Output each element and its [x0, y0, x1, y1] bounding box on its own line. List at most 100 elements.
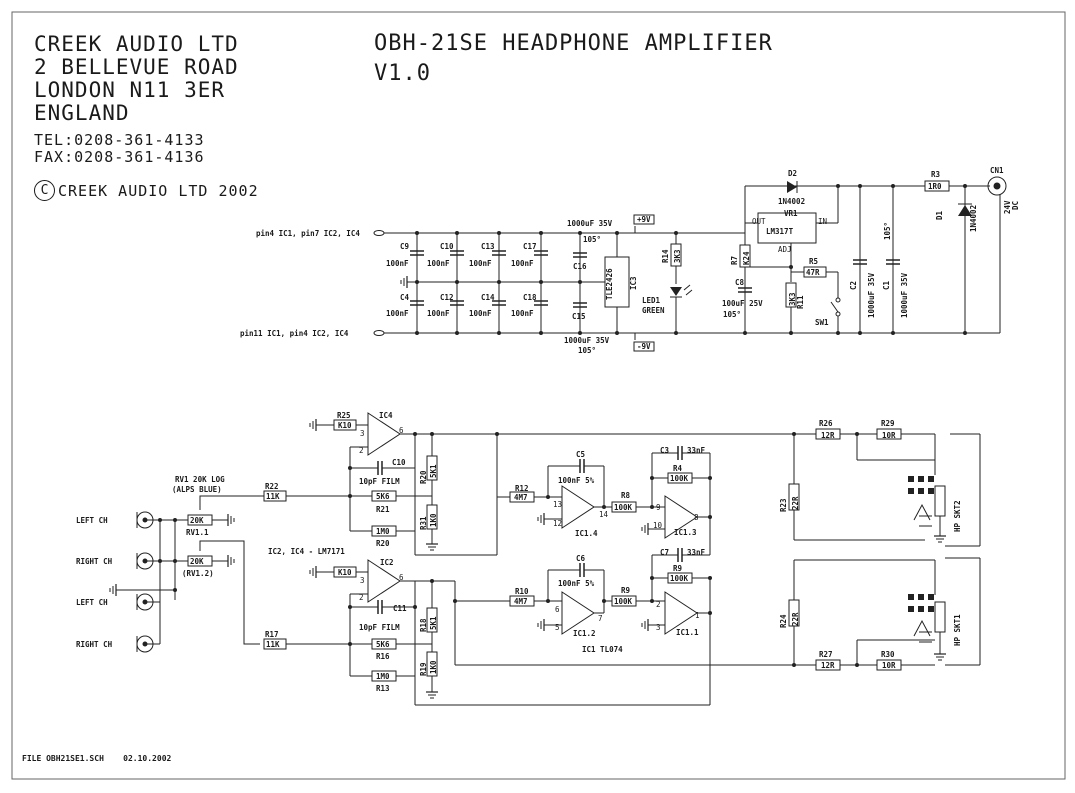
junction-dots: [158, 184, 967, 667]
r11-name: R11: [796, 295, 805, 309]
cn1-dc: DC: [1011, 201, 1020, 210]
r20-value: 1M0: [376, 527, 390, 536]
c9-value: 100nF: [386, 259, 409, 268]
vr1-in: IN: [818, 217, 827, 226]
c5-value: 100nF 5%: [558, 476, 595, 485]
r21-value: 5K6: [376, 492, 390, 501]
input-labels: RV1 20K LOG (ALPS BLUE) 20K RV1.1 20K (R…: [76, 475, 345, 649]
c18-value: 100nF: [511, 309, 534, 318]
c2-value: 1000uF 35V: [867, 272, 876, 318]
rv1b-value: 20K: [190, 557, 204, 566]
schematic-version: V1.0: [374, 61, 431, 86]
rv1-title: RV1 20K LOG: [175, 475, 225, 484]
c8-temp: 105°: [723, 310, 741, 319]
c16-temp: 105°: [583, 235, 601, 244]
vr1-name: VR1: [784, 209, 798, 218]
c8-value: 100uF 25V: [722, 299, 763, 308]
c17-value: 100nF: [511, 259, 534, 268]
c10-value: 10pF FILM: [359, 477, 400, 486]
c12-label: C12: [440, 293, 454, 302]
r13-name: R13: [376, 684, 390, 693]
rv1b-name: (RV1.2): [182, 569, 214, 578]
ic1-3-name: IC1.3: [674, 528, 697, 537]
ic1-3-pin8: 8: [694, 513, 699, 522]
ic4-name: IC4: [379, 411, 393, 420]
c8-name: C8: [735, 278, 745, 287]
r4-name: R4: [673, 464, 683, 473]
fax-number: FAX:0208-361-4136: [34, 148, 205, 166]
d2-name: D2: [788, 169, 797, 178]
r12-value: 4M7: [514, 493, 528, 502]
c16-name: C16: [573, 262, 587, 271]
ic1-1-pin1: 1: [695, 611, 700, 620]
r9-name: R9: [621, 586, 631, 595]
input-grounds: [109, 513, 235, 597]
ic1-2-name: IC1.2: [573, 629, 596, 638]
r26-name: R26: [819, 419, 833, 428]
r20-name: R20: [376, 539, 390, 548]
c1-value: 1000uF 35V: [900, 272, 909, 318]
r27-name: R27: [819, 650, 833, 659]
ic2-pin3: 3: [360, 576, 365, 585]
c4-label: C4: [400, 293, 410, 302]
r17-name: R17: [265, 630, 279, 639]
upper-channel-labels: R25 K10 IC4 3 2 6 C10 10pF FILM R22 11K …: [265, 411, 962, 548]
r31-value: 1K0: [429, 513, 438, 527]
r29-name: R29: [881, 419, 895, 428]
ic3-name: IC3: [629, 276, 638, 290]
input-section: [120, 495, 260, 653]
r19-value: 1K0: [429, 660, 438, 674]
c15-temp: 105°: [578, 346, 596, 355]
ic1-1-pin2: 2: [656, 600, 661, 609]
copyright-icon: C: [34, 180, 55, 201]
c2-name: C2: [849, 281, 858, 290]
r3-value: 1R0: [928, 182, 942, 191]
c13-label: C13: [481, 242, 495, 251]
r9b-name: R9: [673, 564, 683, 573]
r21-name: R21: [376, 505, 390, 514]
c3-value: 33nF: [687, 446, 706, 455]
c10-value: 100nF: [427, 259, 450, 268]
rv1a-name: RV1.1: [186, 528, 209, 537]
c7-value: 33nF: [687, 548, 706, 557]
c4-value: 100nF: [386, 309, 409, 318]
schematic-title: OBH-21SE HEADPHONE AMPLIFIER: [374, 31, 773, 56]
led1-color: GREEN: [642, 306, 665, 315]
c11-name: C11: [393, 604, 407, 613]
ic4-pin2: 2: [359, 446, 364, 455]
r31-name: R31: [419, 516, 428, 530]
r7-value: K24: [742, 251, 751, 265]
upper-channel: [260, 412, 981, 556]
r22-name: R22: [265, 482, 279, 491]
c3-name: C3: [660, 446, 670, 455]
company-line-1: CREEK AUDIO LTD: [34, 32, 239, 56]
r7-name: R7: [730, 256, 739, 265]
c6-value: 100nF 5%: [558, 579, 595, 588]
r25-value: K10: [338, 421, 352, 430]
c11-value: 10pF FILM: [359, 623, 400, 632]
c9-label: C9: [400, 242, 410, 251]
file-info: FILE OBH21SE1.SCH 02.10.2002: [22, 754, 171, 763]
lower-channel-labels: K10 IC2 3 2 6 C11 10pF FILM R17 11K 5K6 …: [265, 548, 962, 693]
c13-value: 100nF: [469, 259, 492, 268]
c6-name: C6: [576, 554, 586, 563]
ic1-note: IC1 TL074: [582, 645, 623, 654]
r8-value: 100K: [614, 503, 633, 512]
r17-value: 11K: [266, 640, 280, 649]
r22-value: 11K: [266, 492, 280, 501]
hp-skt1-label: HP SKT1: [953, 614, 962, 646]
cn1-name: CN1: [990, 166, 1004, 175]
ic1-4-pin13: 13: [553, 500, 562, 509]
d1-part: 1N4002: [969, 205, 978, 232]
r12-name: R12: [515, 484, 529, 493]
ic2-input-r-value: K10: [338, 568, 352, 577]
ic4-pin3: 3: [360, 429, 365, 438]
c15-value: 1000uF 35V: [564, 336, 610, 345]
c10-name: C10: [392, 458, 406, 467]
r30-value: 10R: [882, 661, 896, 670]
r11-value: 3K3: [788, 292, 797, 306]
r23-value: 22R: [791, 496, 800, 510]
c1-name: C1: [882, 280, 891, 290]
